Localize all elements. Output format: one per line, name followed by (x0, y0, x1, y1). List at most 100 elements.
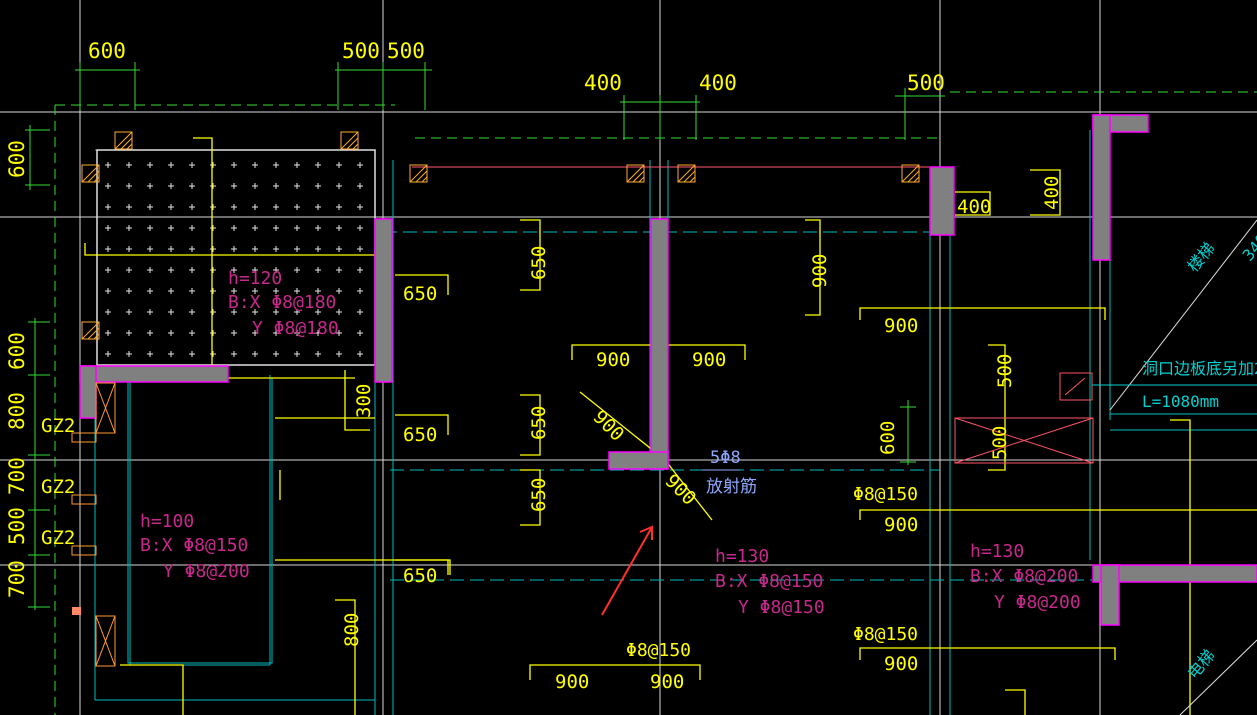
slab-cross-mark (294, 225, 300, 231)
wall-left-horizontal (79, 365, 229, 383)
slab-cross-mark (126, 183, 132, 189)
slab-cross-mark (294, 183, 300, 189)
column-hatch-line (120, 137, 133, 150)
slab-cross-mark (147, 267, 153, 273)
wall-left-vertical (374, 218, 393, 383)
slab-cross-mark (336, 351, 342, 357)
opening-note-text: 洞口边板底另加2 Φ12 (1142, 359, 1257, 378)
slab-cross-mark (357, 162, 363, 168)
dim-900-left: 900 (596, 349, 630, 371)
slab-cross-mark (210, 246, 216, 252)
slab-cross-mark (147, 183, 153, 189)
slab-cross-mark (126, 162, 132, 168)
slab-cross-mark (294, 351, 300, 357)
slab-cross-mark (294, 309, 300, 315)
slab2-rebar-x: B:X Φ8@150 (140, 535, 248, 556)
dimension-lines (25, 62, 945, 610)
slab-cross-mark (231, 204, 237, 210)
slab-cross-mark (336, 183, 342, 189)
column-hatch-line (114, 131, 133, 150)
slab-cross-mark (231, 162, 237, 168)
dim-400-wall-v: 400 (1041, 176, 1063, 210)
dimension-text-group: 600 500 500 400 400 500 650 650 650 900 … (5, 39, 1063, 693)
slab-cross-mark (294, 204, 300, 210)
column-hatch-line (913, 176, 920, 183)
dim-900-right-top: 900 (884, 315, 918, 337)
slab-cross-mark (189, 183, 195, 189)
dim-700-left2: 700 (5, 560, 29, 598)
slab-cross-mark (294, 267, 300, 273)
slab-cross-mark (273, 267, 279, 273)
wall-right-stub (929, 166, 955, 236)
slab-cross-mark (147, 309, 153, 315)
hatched-column (409, 164, 428, 183)
column-hatch-line (415, 170, 428, 183)
wall-far-right-bottom (1092, 564, 1257, 583)
slab1-thickness: h=120 (228, 268, 282, 289)
slab-cross-mark (357, 183, 363, 189)
slab-cross-mark (273, 246, 279, 252)
slab-cross-mark (315, 330, 321, 336)
slab-cross-mark (189, 330, 195, 336)
column-hatch-line (346, 137, 359, 150)
slab-cross-mark (189, 288, 195, 294)
gz-label-3: GZ2 (41, 527, 75, 549)
slab-cross-mark (336, 288, 342, 294)
slab-cross-mark (210, 330, 216, 336)
dim-500-a: 500 (342, 39, 380, 63)
slab-cross-mark (336, 267, 342, 273)
column-hatch-line (689, 176, 696, 183)
slab-yellow-frames (84, 137, 1257, 715)
dim-600-v: 600 (877, 421, 899, 455)
slab-cross-mark (273, 162, 279, 168)
slab-cross-mark (294, 330, 300, 336)
column-hatch-line (93, 333, 100, 340)
slab-cross-mark (168, 204, 174, 210)
slab-cross-mark (357, 351, 363, 357)
slab-cross-mark (336, 204, 342, 210)
slab-cross-mark (273, 204, 279, 210)
column-hatch-line (81, 321, 100, 340)
dim-500-v: 500 (994, 354, 1016, 388)
slab-cross-mark (273, 183, 279, 189)
slab-cross-mark (210, 309, 216, 315)
slab-cross-mark (126, 267, 132, 273)
dim-650-v2: 650 (528, 406, 550, 440)
dim-600-left2: 600 (5, 332, 29, 370)
slab-cross-mark (315, 288, 321, 294)
slab-cross-mark (357, 204, 363, 210)
slab4-thickness: h=130 (970, 541, 1024, 562)
slab-cross-mark (126, 309, 132, 315)
slab-cross-mark (105, 351, 111, 357)
wall-center-vertical (650, 218, 669, 470)
column-hatch-line (638, 176, 645, 183)
slab-cross-mark (189, 267, 195, 273)
slab-cross-mark (105, 204, 111, 210)
slab-cross-mark (210, 288, 216, 294)
slab-cross-mark (147, 204, 153, 210)
slab-cross-mark (105, 309, 111, 315)
dim-500-c: 500 (907, 71, 945, 95)
radial-desc: 放射筋 (706, 477, 757, 497)
dim-900-right-mid: 900 (884, 514, 918, 536)
slab-cross-mark (231, 225, 237, 231)
slab-cross-mark (336, 225, 342, 231)
slab-cross-mark (273, 351, 279, 357)
slab-cross-mark (315, 162, 321, 168)
slab-cross-mark (231, 267, 237, 273)
slab-cross-mark (105, 183, 111, 189)
slab-cross-mark (315, 246, 321, 252)
dim-400-a: 400 (584, 71, 622, 95)
hatched-columns (81, 131, 920, 340)
dim-400-b: 400 (699, 71, 737, 95)
slab-cross-mark (168, 288, 174, 294)
slab-cross-mark (168, 162, 174, 168)
dim-650-v1: 650 (528, 246, 550, 280)
dim-900-bottom-right: 900 (650, 671, 684, 693)
walls (79, 114, 1257, 626)
wall-left-stub (79, 365, 97, 419)
rebar-label-2: Φ8@150 (853, 624, 918, 645)
gz-columns (71, 382, 116, 667)
slab-cross-mark (168, 267, 174, 273)
slab-cross-mark (189, 204, 195, 210)
